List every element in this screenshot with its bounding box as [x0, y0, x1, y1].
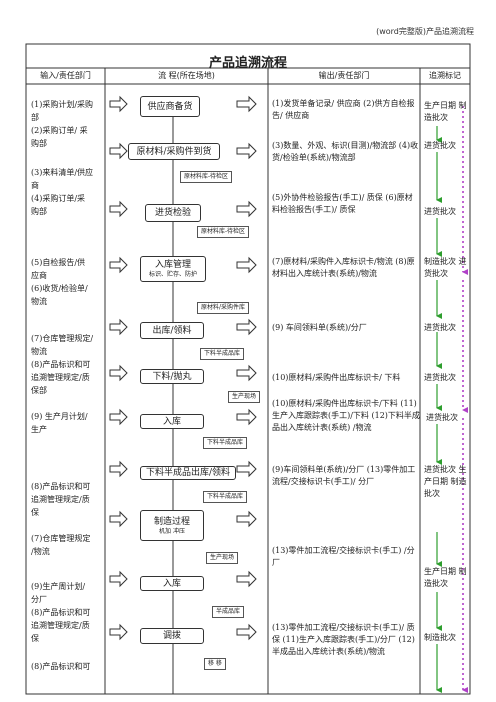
flow-step-supplier-prep: 供应商备货 [140, 96, 200, 117]
location-label: 下料半成品库 [203, 437, 248, 449]
trace-mark: 进货批次 生产日期 制造批次 [424, 465, 467, 498]
flow-step-label: 入库 [162, 416, 181, 427]
output-block: (1)发货单备记录/ 供应商 (2)供方自检报告/ 供应商 [272, 99, 415, 120]
input-block: (7)仓库管理规定/ 物流 (8)产品标识和可 追溯管理规定/质 保部 [31, 334, 94, 395]
output-block: (7)原材料/采购件入库标识卡/物流 (8)原材料出入库统计表(系统)/物流 [272, 257, 415, 278]
header-note: (word完整版)产品追溯流程 [376, 27, 474, 36]
output-block: (5)外协件检验报告(手工)/ 质保 (6)原材料检验报告(手工)/ 质保 [272, 193, 413, 214]
flow-step-label: 制造过程 [153, 516, 190, 527]
flow-step-semifinished-issue: 下料半成品出库/领料 [140, 466, 236, 480]
output-block: (9) 车间领料单(系统)/分厂 [272, 323, 367, 332]
output-block: (13)零件加工流程/交接标识卡(手工)/ 质保 (11)生产入库跟踪表(手工)… [272, 623, 415, 656]
location-label: 移 移 [204, 658, 226, 670]
trace-mark: 制造批次 [424, 633, 456, 642]
location-label: 原材料库-待检区 [197, 226, 250, 238]
location-label: 下料半成品库 [200, 348, 245, 360]
flow-step-warehousing: 入库 [140, 414, 204, 429]
trace-mark: 进货批次 [424, 141, 456, 150]
flow-step-sublabel: 机加 冲压 [159, 527, 185, 535]
page-title: 产品追溯流程 [208, 56, 287, 71]
flow-step-label: 调拨 [162, 631, 181, 641]
flow-step-label: 原材料/采购件到货 [136, 146, 212, 157]
flow-step-cutting-shotblast: 下料/抛丸 [140, 369, 204, 384]
trace-mark: 进货批次 [426, 413, 458, 422]
location-label: 原材料库-待检区 [180, 171, 233, 183]
flow-step-label: 下料/抛丸 [152, 371, 192, 382]
trace-mark: 进货批次 [424, 207, 456, 216]
trace-mark: 生产日期 制造批次 [424, 567, 467, 588]
output-block: (9)车间领料单(系统)/分厂 (13)零件加工流程/交接标识卡(手工)/ 分厂 [272, 465, 416, 486]
input-block: (1)采购计划/采购 部 (2)采购订单/ 采 购部 [31, 100, 94, 148]
input-block: (8)产品标识和可 追溯管理规定/质 保 (7)仓库管理规定 /物流 [31, 482, 91, 556]
col-header-input: 输入/责任部门 [40, 71, 91, 80]
flow-step-transfer: 调拨 [140, 628, 204, 644]
input-block: (9)生产周计划/ 分厂 (8)产品标识和可 追溯管理规定/质 保 [31, 582, 91, 643]
location-label: 半成品库 [212, 606, 245, 618]
flow-step-label: 进货检验 [154, 208, 191, 218]
location-label: 原材料/采购件库 [197, 302, 250, 314]
input-block: (5)自检报告/供 应商 (6)收货/检验单/ 物流 [31, 258, 88, 306]
flow-step-manufacturing: 制造过程机加 冲压 [140, 510, 204, 541]
flow-step-storage-management: 入库管理标识、贮存、防护 [140, 256, 206, 282]
flow-step-issue-picking: 出库/领料 [140, 322, 204, 339]
flow-step-material-arrival: 原材料/采购件到货 [128, 143, 220, 160]
trace-mark: 生产日期 制造批次 [424, 101, 467, 122]
flow-step-label: 入库管理 [154, 260, 191, 270]
trace-mark: 进货批次 [424, 323, 456, 332]
flow-step-label: 出库/领料 [152, 325, 192, 336]
trace-mark: 制造批次 进货批次 [424, 257, 467, 278]
col-header-flow: 流 程(所在场地) [158, 71, 215, 80]
input-block: (8)产品标识和可 [31, 662, 91, 671]
trace-mark: 进货批次 [424, 373, 456, 382]
flow-step-sublabel: 标识、贮存、防护 [148, 271, 197, 278]
flow-step-label: 入库 [162, 578, 181, 589]
flow-step-label: 供应商备货 [147, 101, 193, 112]
output-block: (10)原材料/采购件出库标识卡/ 下料 [272, 373, 401, 382]
location-label: 生产现场 [228, 391, 261, 403]
output-block: (3)数量、外观、标识(目测)/物流部 (4)收货/检验单(系统)/物流部 [272, 141, 419, 162]
flow-step-label: 下料半成品出库/领料 [145, 468, 231, 478]
flow-step-warehousing-2: 入库 [140, 576, 204, 591]
col-header-output: 输出/责任部门 [318, 71, 370, 80]
flow-step-incoming-inspection: 进货检验 [145, 204, 201, 222]
location-label: 生产现场 [206, 552, 239, 564]
input-block: (3)来料清单/供应 商 (4)采购订单/采 购部 [31, 168, 94, 216]
output-block: (10)原材料/采购件出库标识卡/下料 (11)生产入库跟踪表(手工)/下料 (… [272, 399, 420, 432]
input-block: (9) 生产月计划/ 生产 [31, 412, 88, 434]
col-header-trace: 追溯标记 [429, 71, 461, 80]
output-block: (13)零件加工流程/交接标识卡(手工) /分厂 [272, 546, 415, 567]
location-label: 下料半成品库 [203, 491, 248, 503]
